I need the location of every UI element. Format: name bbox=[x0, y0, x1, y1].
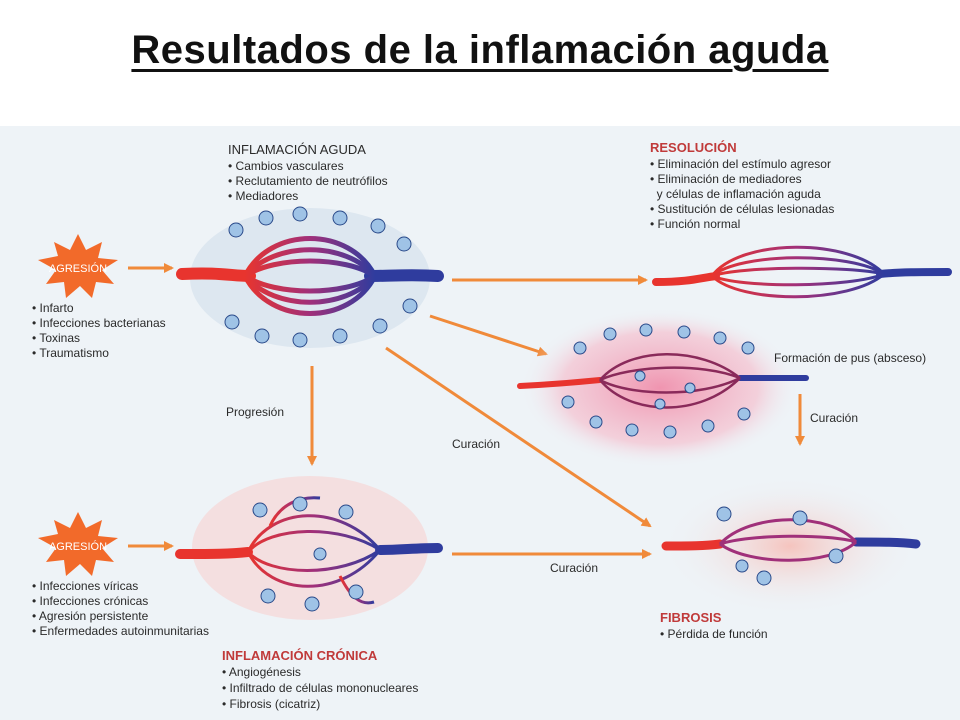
resolution-vessel-illustration bbox=[652, 245, 952, 299]
resolution-heading: RESOLUCIÓN bbox=[650, 140, 737, 155]
cause-item: • Enfermedades autoinmunitarias bbox=[32, 624, 209, 638]
resolution-item: • Eliminación de mediadores bbox=[650, 172, 802, 186]
chronic-item: • Infiltrado de células mononucleares bbox=[222, 681, 418, 695]
chronic-item: • Angiogénesis bbox=[222, 665, 301, 679]
acute-item: • Cambios vasculares bbox=[228, 159, 344, 173]
fibrosis-vessel-illustration bbox=[660, 476, 921, 616]
cause-item: • Toxinas bbox=[32, 331, 80, 345]
arrow-to-abscess bbox=[429, 314, 548, 357]
cause-item: • Traumatismo bbox=[32, 346, 109, 360]
progression-label: Progresión bbox=[226, 405, 284, 419]
healing-label-right: Curación bbox=[810, 411, 858, 425]
fibrosis-heading: FIBROSIS bbox=[660, 610, 722, 625]
aggression-causes-bottom: • Infecciones víricas • Infecciones crón… bbox=[32, 579, 209, 638]
flow-arrows bbox=[128, 263, 805, 559]
acute-item: • Mediadores bbox=[228, 189, 298, 203]
resolution-item: y células de inflamación aguda bbox=[650, 187, 821, 201]
slide-title: Resultados de la inflamación aguda bbox=[131, 28, 829, 72]
healing-label-diagonal: Curación bbox=[452, 437, 500, 451]
acute-vessel-illustration bbox=[176, 206, 444, 348]
diagram-svg: AGRESIÓN AGRESIÓN bbox=[32, 140, 952, 711]
chronic-text-block: INFLAMACIÓN CRÓNICA • Angiogénesis • Inf… bbox=[222, 648, 418, 711]
cause-item: • Infarto bbox=[32, 301, 74, 315]
aggression-starburst-top: AGRESIÓN bbox=[38, 234, 118, 298]
healing-label-bottom: Curación bbox=[550, 561, 598, 575]
aggression-starburst-bottom: AGRESIÓN bbox=[38, 512, 118, 576]
aggression-label-top: AGRESIÓN bbox=[49, 262, 107, 275]
resolution-item: • Sustitución de células lesionadas bbox=[650, 202, 834, 216]
aggression-causes-top: • Infarto • Infecciones bacterianas • To… bbox=[32, 301, 166, 360]
acute-item: • Reclutamiento de neutrófilos bbox=[228, 174, 388, 188]
cause-item: • Infecciones bacterianas bbox=[32, 316, 166, 330]
fibrosis-text-block: FIBROSIS • Pérdida de función bbox=[660, 610, 768, 641]
chronic-vessel-illustration bbox=[175, 476, 443, 620]
arrow-healing-diagonal bbox=[385, 346, 652, 528]
abscess-illustration bbox=[517, 308, 809, 468]
chronic-heading: INFLAMACIÓN CRÓNICA bbox=[222, 648, 378, 663]
resolution-text-block: RESOLUCIÓN • Eliminación del estímulo ag… bbox=[650, 140, 834, 231]
aggression-label-bottom: AGRESIÓN bbox=[49, 540, 107, 553]
pus-label: Formación de pus (absceso) bbox=[774, 351, 926, 365]
acute-heading: INFLAMACIÓN AGUDA bbox=[228, 142, 366, 157]
resolution-item: • Función normal bbox=[650, 217, 740, 231]
cause-item: • Infecciones crónicas bbox=[32, 594, 148, 608]
chronic-item: • Fibrosis (cicatriz) bbox=[222, 697, 320, 711]
cause-item: • Infecciones víricas bbox=[32, 579, 138, 593]
fibrosis-item: • Pérdida de función bbox=[660, 627, 768, 641]
diagram-figure: AGRESIÓN AGRESIÓN bbox=[0, 126, 960, 720]
cause-item: • Agresión persistente bbox=[32, 609, 149, 623]
acute-text-block: INFLAMACIÓN AGUDA • Cambios vasculares •… bbox=[228, 142, 388, 203]
resolution-item: • Eliminación del estímulo agresor bbox=[650, 157, 831, 171]
